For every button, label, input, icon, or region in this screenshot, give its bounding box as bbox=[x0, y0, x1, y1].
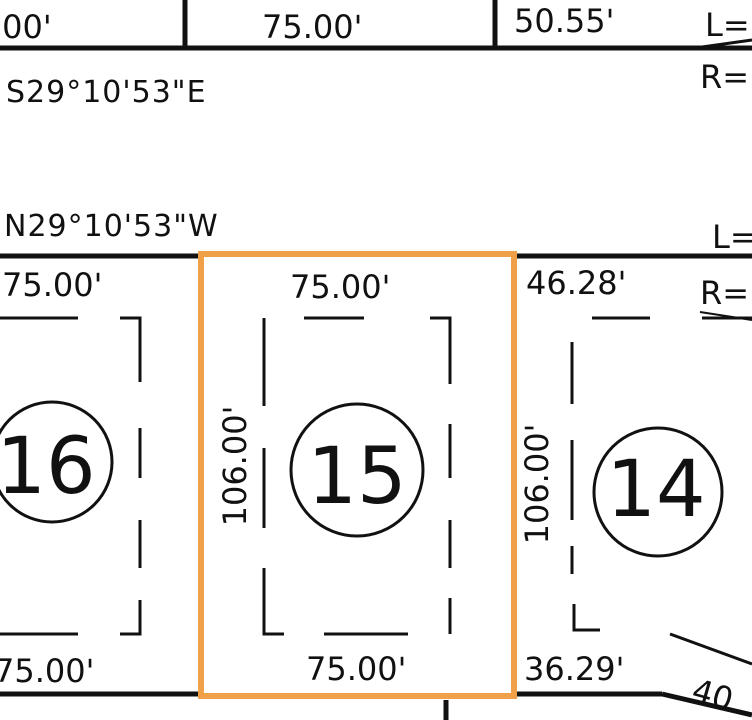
lot15-setback-lines bbox=[262, 316, 452, 636]
lot16-number-circle bbox=[0, 400, 114, 524]
lot16-setback-lines bbox=[0, 316, 142, 636]
lot14-setback-lines bbox=[570, 316, 752, 632]
lot16-number: 16 bbox=[0, 422, 96, 512]
lot14-curve-length: L= bbox=[712, 218, 752, 256]
lot-14: 46.28' 36.29' 106.00' 14 bbox=[518, 264, 752, 688]
top-dim-right: 50.55' bbox=[514, 2, 614, 40]
lot15-number-circle bbox=[289, 402, 425, 538]
street-bearing-top: S29°10'53"E bbox=[6, 75, 207, 110]
top-curve-length: L= bbox=[705, 6, 750, 44]
lot14-side-dim: 106.00' bbox=[518, 424, 556, 545]
lot-16: 75.00' 75.00' 16 bbox=[0, 266, 142, 690]
lot14-corner-dim: 40. bbox=[688, 671, 747, 720]
lot14-front-dim: 46.28' bbox=[526, 264, 626, 302]
lot14-number: 14 bbox=[606, 445, 705, 535]
top-dim-left: .00' bbox=[0, 8, 52, 46]
lot16-rear-dim: 75.00' bbox=[0, 652, 94, 690]
lot15-number: 15 bbox=[307, 432, 406, 522]
lot14-number-circle bbox=[592, 426, 724, 558]
lot15-highlight-box[interactable] bbox=[198, 251, 517, 699]
top-lot-lines bbox=[0, 0, 752, 51]
lot15-front-dim: 75.00' bbox=[290, 268, 390, 306]
lot14-corner-line bbox=[669, 632, 752, 666]
top-dim-center: 75.00' bbox=[262, 8, 362, 46]
lot16-front-dim: 75.00' bbox=[2, 266, 102, 304]
lower-row-rear-line bbox=[0, 691, 752, 720]
lot15-side-dim: 106.00' bbox=[216, 406, 254, 527]
lot-15: 75.00' 75.00' 106.00' 15 bbox=[216, 268, 452, 688]
lot14-curve-radius: R= bbox=[700, 274, 749, 312]
street-bearing-bottom: N29°10'53"W bbox=[4, 209, 219, 244]
top-curve-radius: R= bbox=[700, 58, 749, 96]
lot14-rear-dim: 36.29' bbox=[524, 650, 624, 688]
lot15-rear-dim: 75.00' bbox=[306, 650, 406, 688]
